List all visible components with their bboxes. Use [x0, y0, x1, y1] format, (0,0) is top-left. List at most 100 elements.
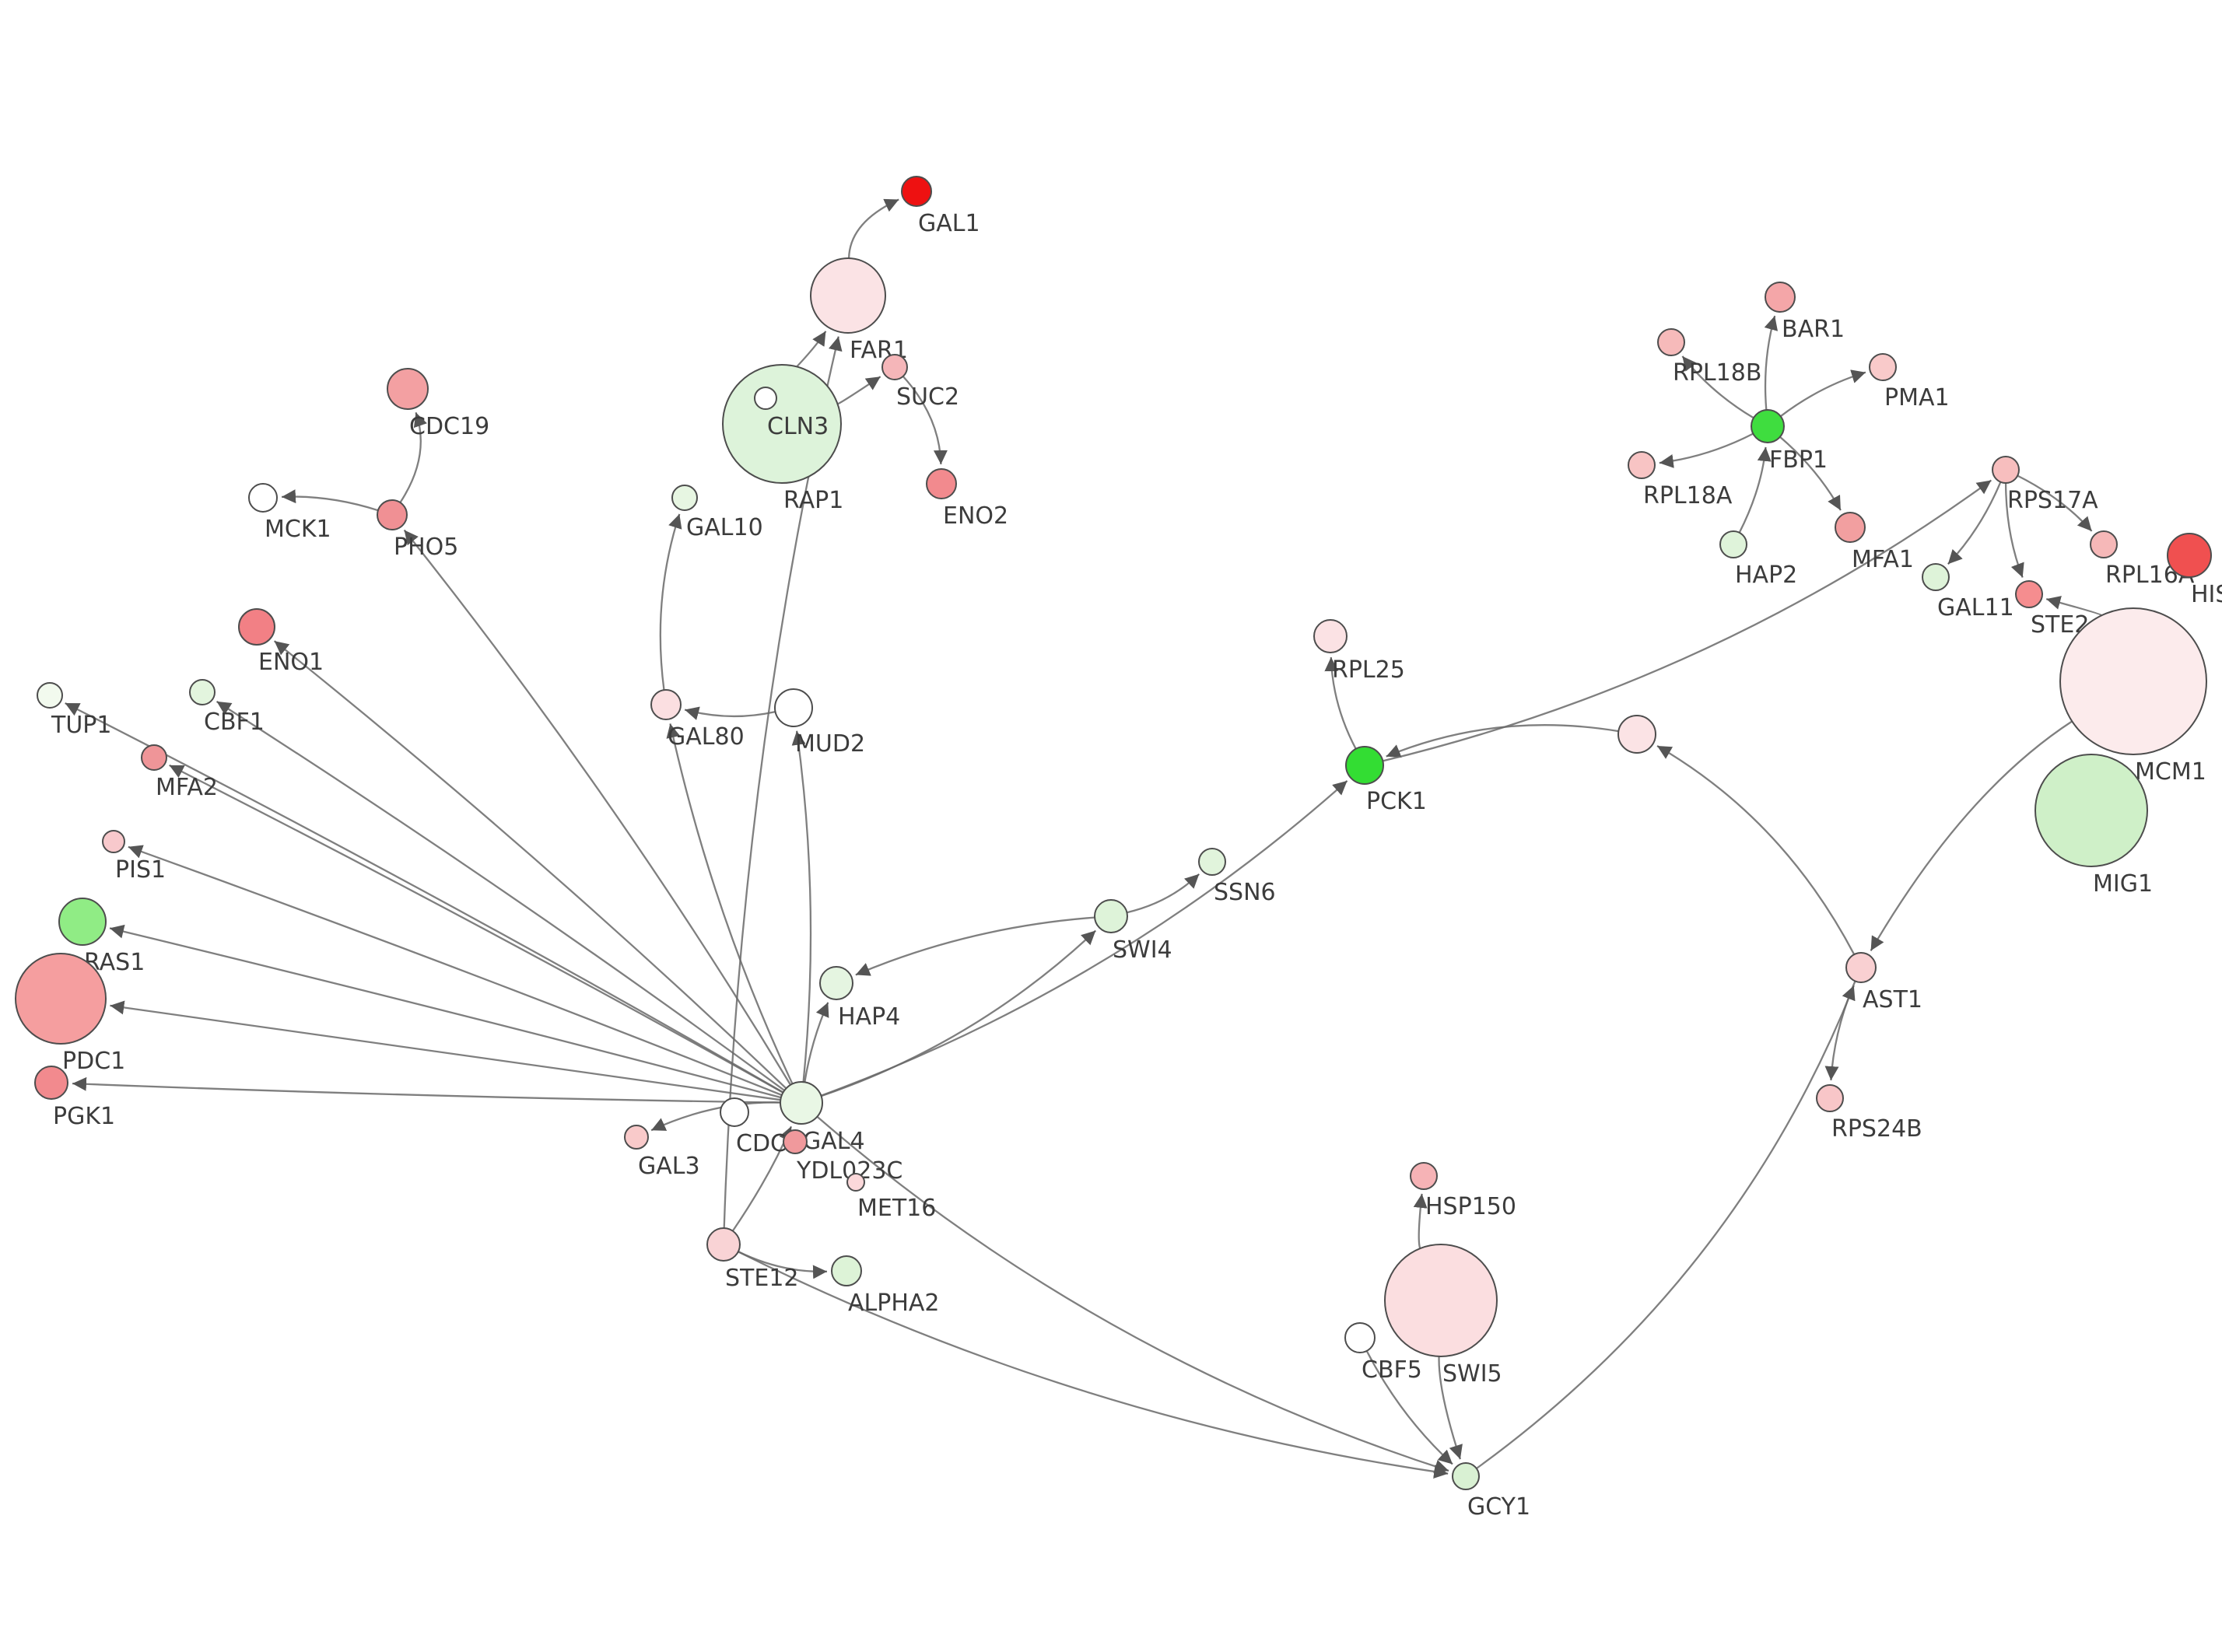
edge-pck1-rpl25[interactable]	[1324, 656, 1357, 750]
node-ast1[interactable]	[1845, 952, 1877, 983]
node-his4[interactable]	[2167, 533, 2212, 578]
node-rpl16a[interactable]	[2090, 530, 2118, 558]
node-gal80[interactable]	[650, 689, 682, 720]
node-suc2[interactable]	[881, 354, 908, 380]
node-hsp150[interactable]	[1410, 1162, 1438, 1190]
edge-rps17a-ste2[interactable]	[2004, 482, 2024, 578]
node-mig1[interactable]	[2034, 754, 2148, 867]
edge-gal4-mfa2[interactable]	[169, 764, 784, 1094]
label-his4: HIS4	[2191, 581, 2222, 608]
edge-fbp1-bar1[interactable]	[1764, 315, 1779, 411]
node-cln3[interactable]	[754, 387, 777, 410]
node-gal4[interactable]	[780, 1081, 823, 1125]
node-rpl18b[interactable]	[1657, 328, 1685, 356]
node-mcm1[interactable]	[2059, 607, 2207, 755]
edge-gal4-pho5[interactable]	[403, 529, 792, 1086]
edge-gal80-gal10[interactable]	[659, 513, 682, 691]
node-mfa1[interactable]	[1835, 512, 1866, 543]
edge-ast1-unnamed[interactable]	[1656, 745, 1856, 955]
node-rpl18a[interactable]	[1628, 451, 1656, 479]
edge-fbp1-rpl18b[interactable]	[1681, 355, 1754, 419]
node-alpha2[interactable]	[831, 1255, 862, 1286]
edge-gal4-pis1[interactable]	[128, 845, 783, 1097]
node-rps17a[interactable]	[1992, 456, 2020, 484]
edge-gal4-pdc1[interactable]	[110, 1000, 781, 1101]
node-unlabeled[interactable]	[1617, 715, 1656, 754]
node-mfa2[interactable]	[141, 744, 167, 771]
node-hap4[interactable]	[819, 966, 853, 1000]
edge-pho5-mck1[interactable]	[281, 489, 379, 512]
edge-ste12-gcy1[interactable]	[738, 1251, 1449, 1479]
edge-far1-gal1[interactable]	[847, 198, 899, 259]
edge-fbp1-mfa1[interactable]	[1779, 436, 1842, 511]
edge-gal4-hap4[interactable]	[804, 1002, 829, 1083]
node-ste2[interactable]	[2015, 580, 2043, 608]
edge-ste12-alpha2[interactable]	[738, 1251, 828, 1279]
edge-gal4-pck1[interactable]	[820, 780, 1348, 1097]
edge-fbp1-pma1[interactable]	[1780, 369, 1866, 418]
edge-gal4-gcy1[interactable]	[816, 1115, 1449, 1474]
edge-unnamed-pck1[interactable]	[1386, 724, 1619, 758]
node-rps24b[interactable]	[1816, 1084, 1844, 1112]
node-cdc6[interactable]	[720, 1097, 749, 1127]
edge-suc2-eno2[interactable]	[902, 376, 948, 465]
node-pck1[interactable]	[1345, 746, 1384, 785]
edge-pho5-cdc19[interactable]	[399, 411, 427, 503]
node-met16[interactable]	[846, 1173, 865, 1192]
node-fbp1[interactable]	[1751, 409, 1785, 443]
edge-rap1-suc2[interactable]	[837, 376, 881, 405]
edge-cbf5-gcy1[interactable]	[1365, 1350, 1453, 1465]
edge-hap2-fbp1[interactable]	[1738, 446, 1772, 534]
node-hap2[interactable]	[1719, 530, 1747, 558]
edge-gal4-pgk1[interactable]	[72, 1076, 781, 1104]
node-eno2[interactable]	[926, 468, 957, 499]
edge-swi5-hsp150[interactable]	[1413, 1193, 1428, 1249]
edge-rps17a-rpl16a[interactable]	[2017, 474, 2093, 532]
node-gcy1[interactable]	[1452, 1462, 1480, 1490]
node-mud2[interactable]	[774, 688, 813, 727]
edge-mcm1-ast1[interactable]	[1870, 720, 2073, 951]
node-gal1[interactable]	[901, 176, 932, 207]
node-pis1[interactable]	[102, 830, 125, 853]
node-cdc19[interactable]	[387, 368, 429, 410]
node-ste12[interactable]	[706, 1227, 741, 1262]
edge-fbp1-rpl18a[interactable]	[1659, 432, 1754, 468]
node-ssn6[interactable]	[1198, 848, 1226, 876]
edge-gal4-eno1[interactable]	[273, 640, 787, 1090]
node-cbf1[interactable]	[189, 679, 216, 705]
edge-gal4-mud2[interactable]	[791, 730, 812, 1083]
edge-swi4-ssn6[interactable]	[1127, 873, 1200, 914]
node-rap1[interactable]	[722, 364, 842, 484]
node-mck1[interactable]	[248, 483, 278, 513]
node-ydl023c[interactable]	[783, 1129, 808, 1154]
edge-gal4-tup1[interactable]	[65, 702, 784, 1094]
edge-swi5-gcy1[interactable]	[1438, 1356, 1463, 1460]
node-swi4[interactable]	[1094, 899, 1128, 933]
node-far1[interactable]	[810, 257, 886, 334]
edge-gal4-cbf1[interactable]	[216, 700, 785, 1091]
node-pma1[interactable]	[1869, 353, 1897, 381]
edge-gal4-ras1[interactable]	[109, 924, 782, 1099]
node-rpl25[interactable]	[1313, 619, 1348, 653]
node-swi5[interactable]	[1384, 1244, 1498, 1357]
node-bar1[interactable]	[1765, 282, 1796, 313]
edge-gcy1-ast1[interactable]	[1476, 985, 1856, 1469]
edge-rps17a-gal11[interactable]	[1947, 481, 2002, 565]
edge-gal4-gal3[interactable]	[650, 1101, 781, 1132]
edge-swi4-hap4[interactable]	[855, 916, 1095, 976]
node-gal10[interactable]	[671, 485, 698, 511]
edge-mud2-gal80[interactable]	[684, 706, 776, 720]
node-eno1[interactable]	[238, 608, 275, 646]
edge-pck1-rps17a[interactable]	[1383, 479, 1992, 762]
node-pho5[interactable]	[377, 499, 408, 530]
edge-gal4-gal80[interactable]	[666, 723, 794, 1084]
node-pgk1[interactable]	[34, 1066, 68, 1100]
node-ras1[interactable]	[58, 898, 107, 946]
node-cbf5[interactable]	[1344, 1322, 1376, 1353]
node-gal11[interactable]	[1922, 563, 1950, 591]
node-gal3[interactable]	[624, 1125, 649, 1150]
node-tup1[interactable]	[37, 682, 63, 709]
node-pdc1[interactable]	[15, 953, 107, 1045]
